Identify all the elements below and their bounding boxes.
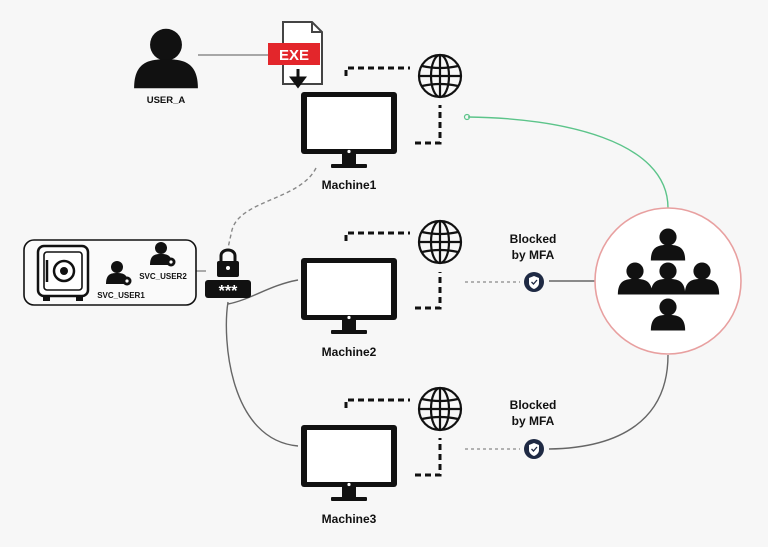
globe-icon bbox=[417, 219, 463, 265]
mfa-block-1: Blocked by MFA bbox=[510, 232, 557, 293]
machine1: Machine1 bbox=[301, 53, 463, 192]
machine2: Machine2 bbox=[301, 219, 463, 359]
password-box bbox=[205, 280, 251, 298]
machine3-label: Machine3 bbox=[322, 512, 377, 526]
svc-user1-label: SVC_USER1 bbox=[97, 291, 145, 300]
machine3: Machine3 bbox=[301, 386, 463, 526]
attacker-group bbox=[594, 207, 742, 355]
down-arrow-icon bbox=[289, 69, 307, 89]
lock-to-machine3-line bbox=[225, 301, 299, 447]
group-to-machine1-line bbox=[467, 116, 669, 209]
arrow-tip bbox=[463, 113, 471, 121]
blocked-line1: Blocked bbox=[510, 398, 557, 412]
monitor-icon bbox=[301, 92, 397, 168]
user-a: USER_A bbox=[134, 28, 198, 106]
svc-user2-label: SVC_USER2 bbox=[139, 272, 187, 281]
user-a-label: USER_A bbox=[147, 95, 186, 106]
person-icon bbox=[134, 28, 198, 89]
safe-icon bbox=[36, 244, 90, 301]
lock-to-machine2-line bbox=[227, 279, 299, 305]
machine1-label: Machine1 bbox=[322, 178, 377, 192]
exe-badge-text: EXE bbox=[279, 47, 309, 64]
password-mask: *** bbox=[219, 283, 238, 300]
exe-file: EXE bbox=[268, 21, 323, 89]
machine1-to-lock-line bbox=[227, 167, 317, 249]
globe-icon bbox=[417, 386, 463, 432]
connectors bbox=[196, 54, 669, 450]
mfa-shield-icon bbox=[523, 438, 545, 460]
mfa-block-2: Blocked by MFA bbox=[510, 398, 557, 460]
blocked-line1: Blocked bbox=[510, 232, 557, 246]
group-to-shield2-line bbox=[548, 354, 669, 450]
blocked-line2: by MFA bbox=[512, 248, 555, 262]
monitor-icon bbox=[301, 258, 397, 334]
globe-icon bbox=[417, 53, 463, 99]
monitor-icon bbox=[301, 425, 397, 501]
vault: SVC_USER1 SVC_USER2 bbox=[23, 239, 197, 306]
machine2-label: Machine2 bbox=[322, 345, 377, 359]
mfa-shield-icon bbox=[523, 271, 545, 293]
padlock-icon bbox=[217, 248, 239, 277]
blocked-line2: by MFA bbox=[512, 414, 555, 428]
credential: *** bbox=[205, 248, 251, 300]
exe-file-icon: EXE bbox=[268, 21, 323, 85]
